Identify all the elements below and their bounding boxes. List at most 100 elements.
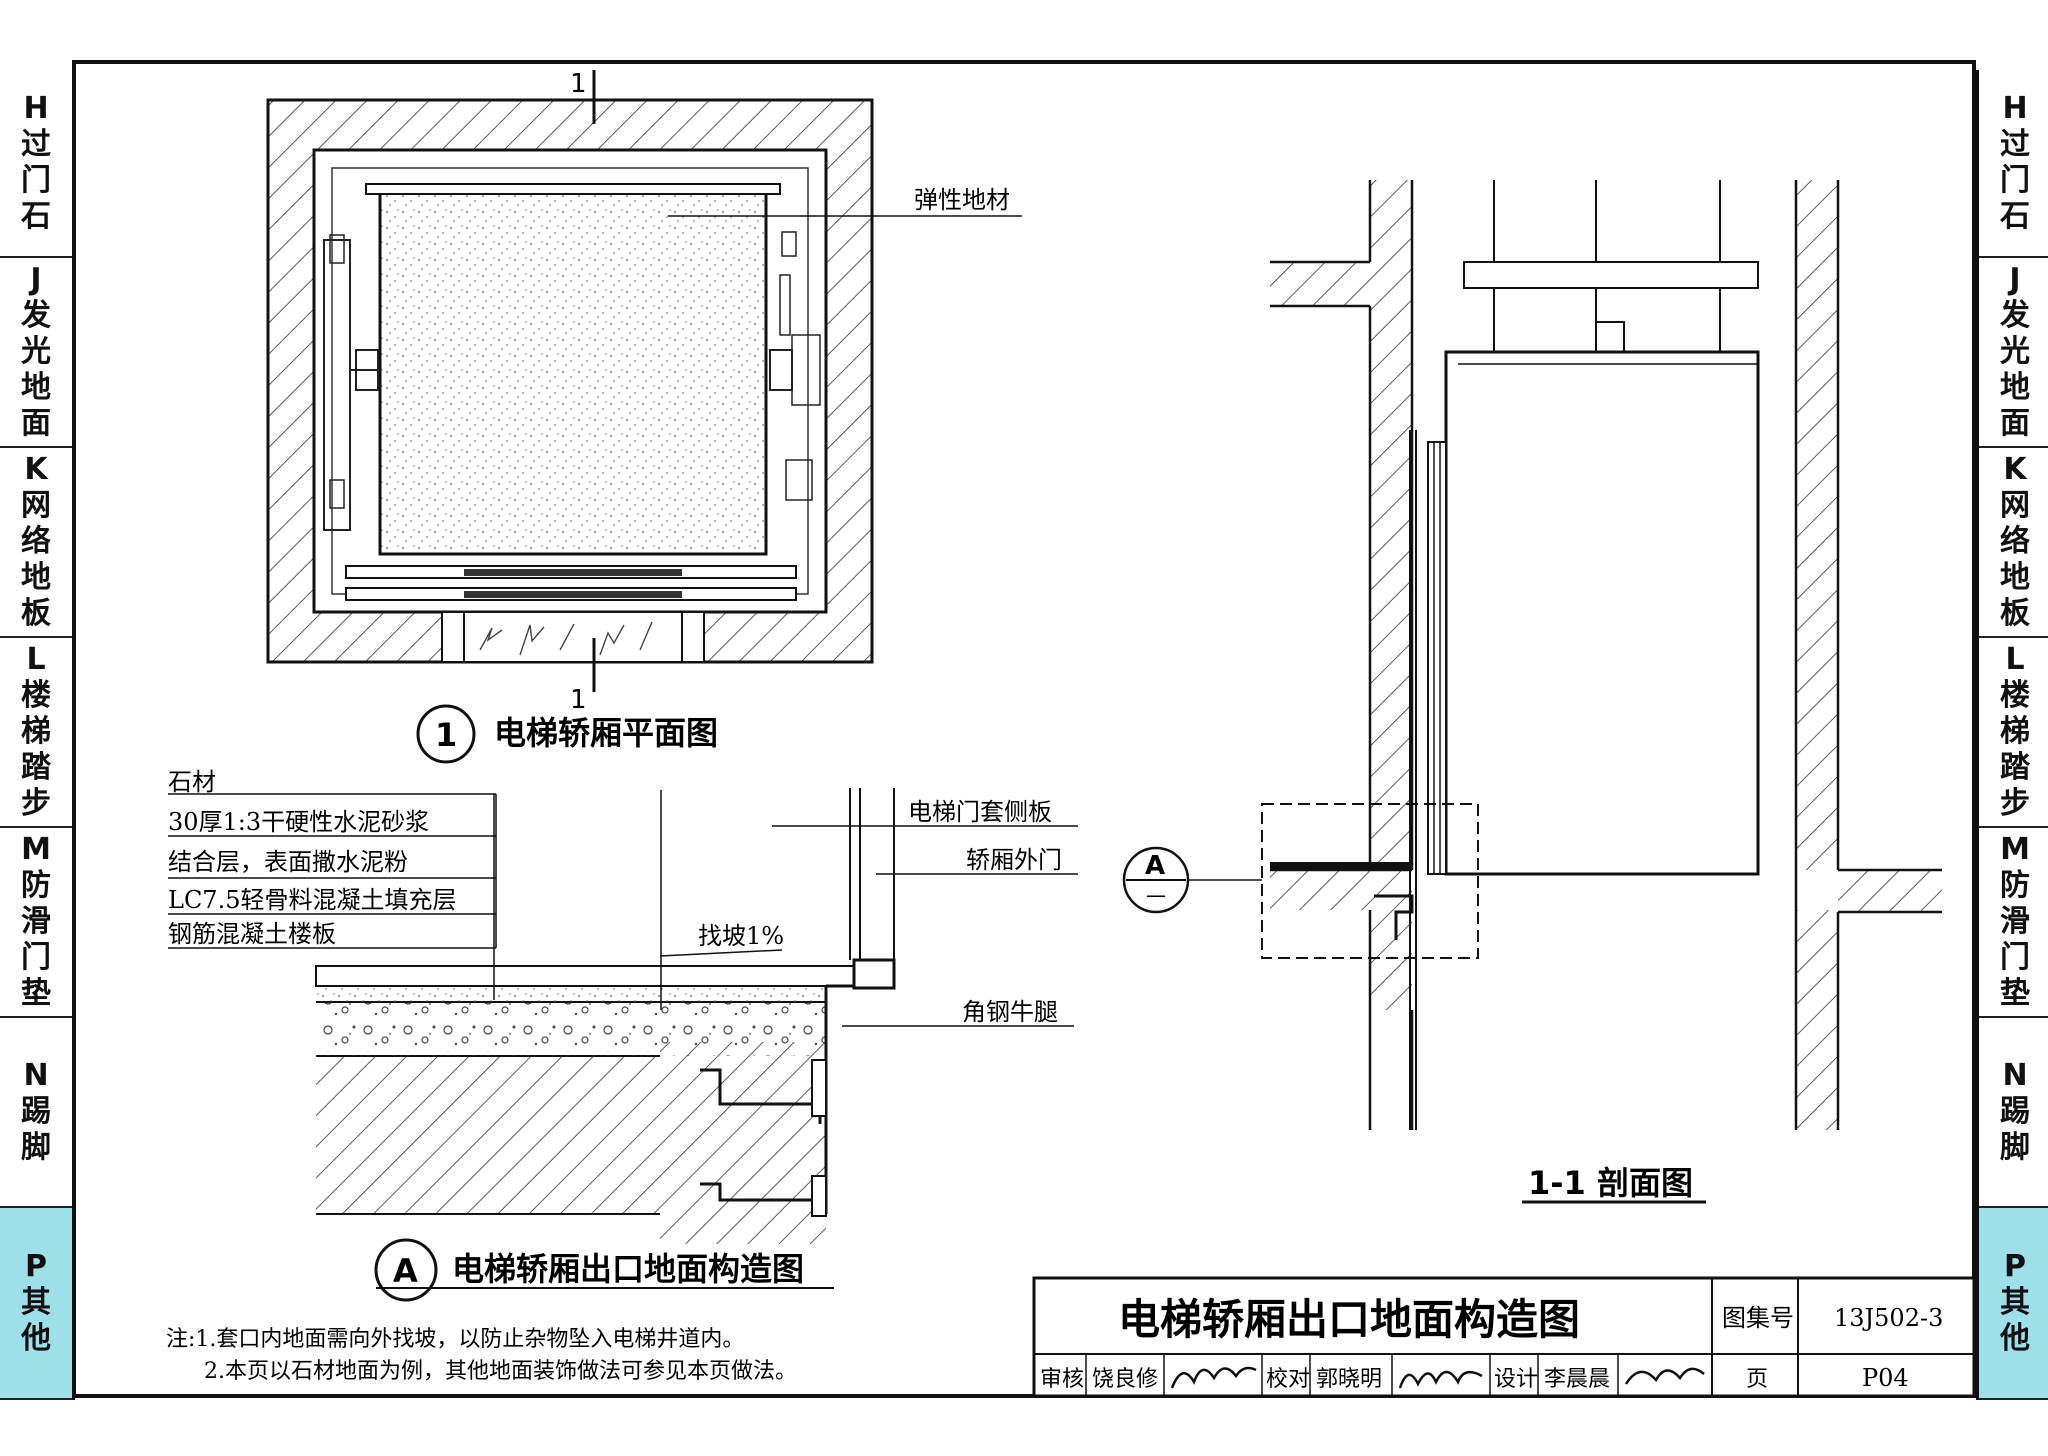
check-label: 校对 xyxy=(1266,1367,1310,1392)
note-1: 注:1.套口内地面需向外找坡，以防止杂物坠入电梯井道内。 xyxy=(166,1327,744,1352)
tab-char: 络 xyxy=(21,524,51,559)
note-2: 2.本页以石材地面为例，其他地面装饰做法可参见本页做法。 xyxy=(204,1359,797,1384)
layer-stone: 石材 xyxy=(168,768,216,796)
tab-char: 垫 xyxy=(2000,976,2030,1011)
tab-code: L xyxy=(26,642,46,677)
tab-char: 网 xyxy=(21,488,51,523)
layer-mortar: 30厚1:3干硬性水泥砂浆 xyxy=(168,808,429,836)
tab-char: 络 xyxy=(2000,524,2030,559)
tab-char: 光 xyxy=(2000,334,2030,369)
design-label: 设计 xyxy=(1494,1367,1538,1392)
tab-code: K xyxy=(24,452,48,487)
tab-code: J xyxy=(2009,262,2021,297)
tab-char: 门 xyxy=(21,163,51,198)
label-door-side: 电梯门套侧板 xyxy=(908,798,1052,826)
layer-fill: LC7.5轻骨料混凝土填充层 xyxy=(168,886,456,914)
detail-view: 石材 30厚1:3干硬性水泥砂浆 结合层，表面撒水泥粉 LC7.5轻骨料混凝土填… xyxy=(168,768,1078,1302)
tab-char: 踢 xyxy=(21,1094,51,1129)
tab-char: 步 xyxy=(21,786,51,821)
tab-code: J xyxy=(30,262,42,297)
tab-char: 地 xyxy=(21,370,51,405)
tab-code: H xyxy=(23,91,49,126)
tab-code: N xyxy=(2002,1058,2028,1093)
tab-code: M xyxy=(21,832,51,867)
plan-cut-top: 1 xyxy=(570,69,587,99)
tab-char: 滑 xyxy=(21,904,51,939)
reviewer-name: 饶良修 xyxy=(1092,1367,1158,1392)
tab-char: 过 xyxy=(21,127,51,162)
page-number: P04 xyxy=(1862,1364,1909,1392)
checker-signature xyxy=(1398,1370,1483,1389)
tab-char: 其 xyxy=(21,1285,51,1320)
designer-name: 李晨晨 xyxy=(1544,1367,1610,1392)
review-label: 审核 xyxy=(1040,1367,1084,1392)
tab-char: 板 xyxy=(2000,596,2030,631)
tab-char: 石 xyxy=(2000,199,2030,234)
tab-char: 过 xyxy=(2000,127,2030,162)
tab-char: 网 xyxy=(2000,488,2030,523)
tab-char: 踏 xyxy=(2000,750,2030,785)
tab-code: K xyxy=(2003,452,2027,487)
tab-char: 脚 xyxy=(21,1130,51,1165)
checker-name: 郭晓明 xyxy=(1316,1367,1382,1392)
tab-char: 梯 xyxy=(2000,714,2030,749)
section-ref-sub: — xyxy=(1146,883,1166,907)
tab-char: 其 xyxy=(2000,1285,2030,1320)
tab-char: 踏 xyxy=(21,750,51,785)
atlas-label: 图集号 xyxy=(1722,1304,1794,1332)
tab-char: 光 xyxy=(21,334,51,369)
tab-char: 地 xyxy=(2000,560,2030,595)
designer-signature xyxy=(1624,1367,1705,1385)
tab-char: 石 xyxy=(21,199,51,234)
tab-code: H xyxy=(2002,91,2028,126)
tab-char: 梯 xyxy=(21,714,51,749)
tab-char: 滑 xyxy=(2000,904,2030,939)
tab-code: M xyxy=(2000,832,2030,867)
tab-char: 垫 xyxy=(21,976,51,1011)
detail-title: 电梯轿厢出口地面构造图 xyxy=(452,1250,804,1288)
tab-char: 发 xyxy=(2000,298,2030,333)
tab-char: 面 xyxy=(2000,406,2030,441)
tab-char: 面 xyxy=(21,406,51,441)
tab-code: L xyxy=(2005,642,2025,677)
label-slope: 找坡1% xyxy=(698,922,784,950)
tab-char: 步 xyxy=(2000,786,2030,821)
plan-view: 1 1 弹性地材 1 电梯轿厢平面图 xyxy=(266,69,1022,764)
section-title: 1-1 剖面图 xyxy=(1528,1164,1693,1202)
atlas-number: 13J502-3 xyxy=(1834,1304,1943,1332)
label-car-door: 轿厢外门 xyxy=(966,846,1062,874)
plan-number: 1 xyxy=(435,716,457,754)
tab-char: 地 xyxy=(21,560,51,595)
plan-title: 电梯轿厢平面图 xyxy=(494,714,718,752)
notes: 注:1.套口内地面需向外找坡，以防止杂物坠入电梯井道内。 2.本页以石材地面为例… xyxy=(166,1327,797,1384)
tab-char: 他 xyxy=(21,1321,51,1356)
tab-char: 防 xyxy=(2000,868,2030,903)
tab-char: 楼 xyxy=(2000,678,2030,713)
section-ref-symbol: A xyxy=(1145,851,1165,881)
tab-char: 门 xyxy=(2000,940,2030,975)
tab-code: P xyxy=(2004,1249,2026,1284)
tab-char: 楼 xyxy=(21,678,51,713)
label-angle-corbel: 角钢牛腿 xyxy=(962,998,1058,1026)
tab-char: 门 xyxy=(21,940,51,975)
tab-char: 板 xyxy=(21,596,51,631)
tab-char: 踢 xyxy=(2000,1094,2030,1129)
page-label: 页 xyxy=(1746,1367,1768,1392)
